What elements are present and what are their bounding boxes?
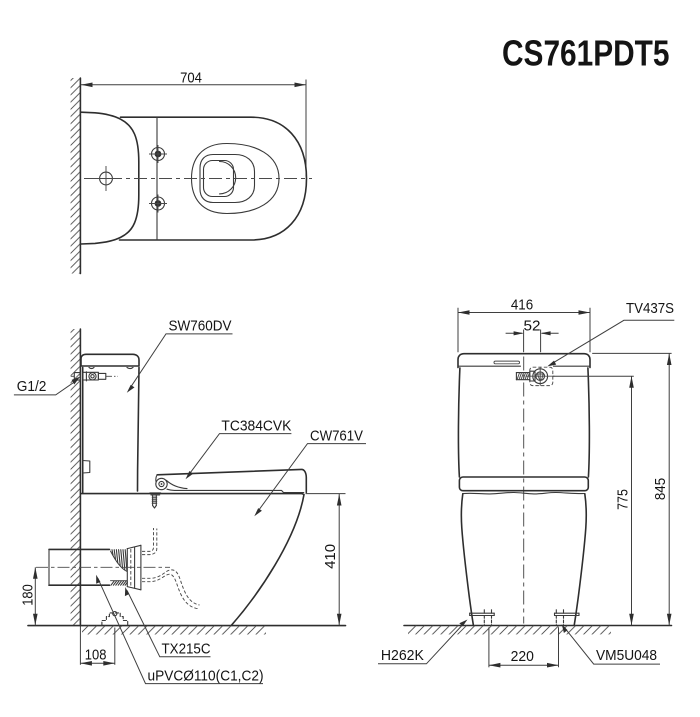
svg-text:SW760DV: SW760DV (169, 317, 232, 334)
svg-text:CS761PDT5: CS761PDT5 (502, 33, 670, 74)
svg-text:845: 845 (652, 478, 669, 500)
svg-text:52: 52 (524, 318, 541, 335)
svg-text:H262K: H262K (381, 647, 424, 664)
svg-text:416: 416 (511, 296, 533, 313)
svg-text:TX215C: TX215C (162, 640, 211, 657)
svg-text:180: 180 (20, 584, 37, 606)
svg-text:220: 220 (511, 648, 534, 665)
svg-text:CW761V: CW761V (310, 428, 363, 445)
svg-text:775: 775 (615, 489, 632, 510)
svg-text:TC384CVK: TC384CVK (221, 418, 291, 435)
svg-text:410: 410 (322, 544, 339, 569)
svg-text:VM5U048: VM5U048 (596, 647, 657, 664)
svg-text:TV437S: TV437S (626, 300, 674, 317)
svg-text:uPVCØ110(C1,C2): uPVCØ110(C1,C2) (148, 667, 264, 684)
svg-text:G1/2: G1/2 (17, 378, 47, 395)
svg-text:108: 108 (85, 646, 107, 663)
svg-text:704: 704 (180, 70, 202, 87)
